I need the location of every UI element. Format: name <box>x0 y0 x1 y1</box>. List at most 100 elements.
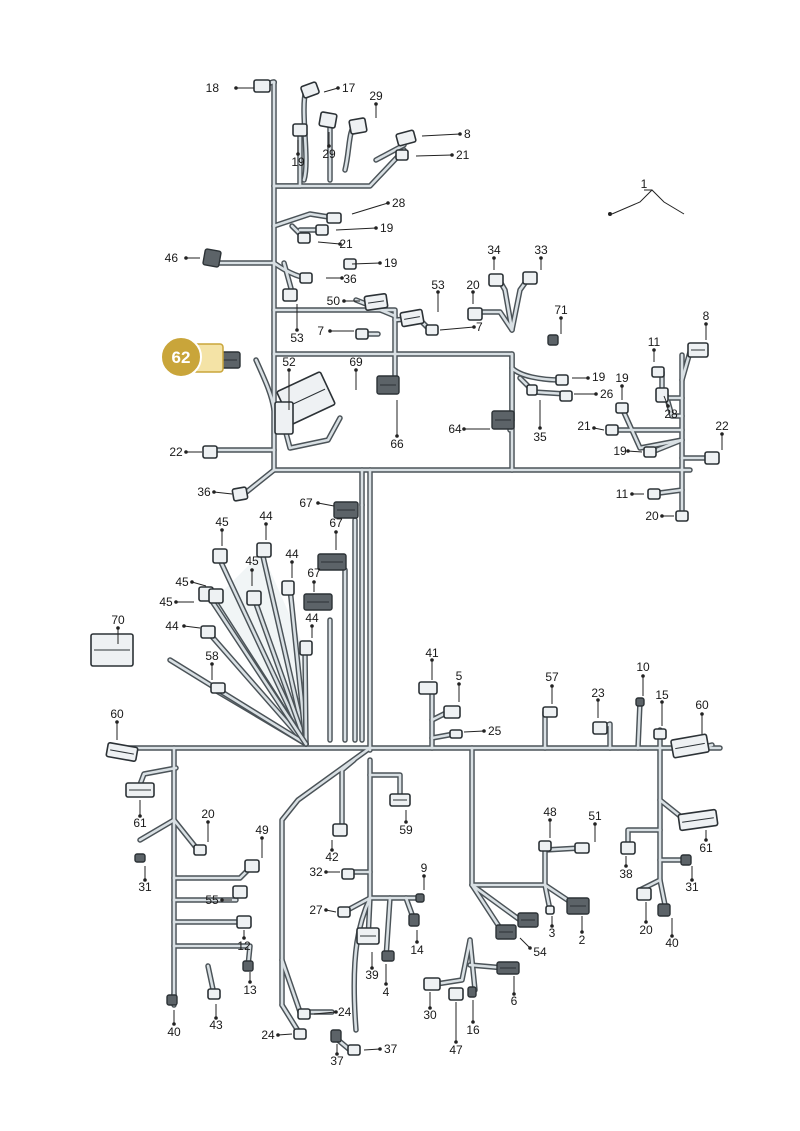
leader-dot <box>430 658 434 662</box>
harness-wire-core <box>650 438 684 454</box>
fan-wire-core <box>168 658 308 746</box>
connector-body <box>467 986 477 998</box>
highlight-callout[interactable]: 62 <box>160 336 224 378</box>
part-label: 44 <box>285 547 299 561</box>
part-label: 67 <box>307 566 321 580</box>
part-label: 60 <box>695 698 709 712</box>
connector-body <box>348 117 368 135</box>
leader-dot <box>512 992 516 996</box>
leader-dot <box>652 348 656 352</box>
connector-icon <box>208 588 224 604</box>
callout-number[interactable]: 62 <box>172 348 191 367</box>
connector-body <box>449 729 463 739</box>
leader-dot <box>660 514 664 518</box>
leader-dot <box>234 86 238 90</box>
leader-dot <box>206 820 210 824</box>
connector-body <box>347 1044 361 1056</box>
connector-body <box>526 384 538 396</box>
leader-dot <box>404 820 408 824</box>
harness-wire-core <box>254 358 276 412</box>
part-label: 46 <box>165 251 179 265</box>
connector-body <box>635 697 645 707</box>
connector-icon <box>425 324 439 336</box>
leader-line <box>317 241 341 245</box>
leader-dot <box>539 256 543 260</box>
part-label: 8 <box>464 127 471 141</box>
connector-icon <box>545 905 555 915</box>
connector-icon <box>90 633 134 667</box>
connector-body <box>574 842 590 854</box>
part-label: 41 <box>425 646 439 660</box>
leader-line <box>313 1011 337 1015</box>
connector-body <box>281 580 295 596</box>
harness-wire <box>339 757 357 833</box>
connector-body <box>559 390 573 402</box>
leader-line <box>439 326 475 331</box>
leader-dot <box>666 404 670 408</box>
connector-body <box>542 706 558 718</box>
connector-icon <box>297 232 311 244</box>
connector-icon <box>538 840 552 852</box>
part-label: 20 <box>639 923 653 937</box>
connector-body <box>680 854 692 866</box>
connector-icon <box>651 366 665 378</box>
leader-dot <box>324 908 328 912</box>
connector-icon <box>253 79 271 93</box>
part-label: 3 <box>549 926 556 940</box>
connector-body <box>292 123 308 137</box>
connector-icon <box>246 590 262 606</box>
leader-line <box>627 450 643 453</box>
fan-wire-core <box>252 596 308 746</box>
part-label: 25 <box>488 724 502 738</box>
connector-body <box>592 721 608 735</box>
leader-dot <box>370 966 374 970</box>
leader-dot <box>580 930 584 934</box>
part-label: 45 <box>215 515 229 529</box>
harness-wire-core <box>620 406 684 450</box>
connector-body <box>647 488 661 500</box>
leader-dot <box>482 729 486 733</box>
fan-wire-core <box>204 590 308 746</box>
harness-wire-core <box>172 944 252 968</box>
part-label: 20 <box>466 278 480 292</box>
connector-body <box>418 681 438 695</box>
part-label: 61 <box>133 816 147 830</box>
harness-wire-core <box>138 818 176 842</box>
leader-line <box>317 502 335 507</box>
connector-body <box>651 366 665 378</box>
connector-icon <box>643 446 657 458</box>
part-label: 6 <box>511 994 518 1008</box>
leader-dot <box>428 1006 432 1010</box>
connector-icon <box>299 640 313 656</box>
connector-icon <box>212 548 228 564</box>
leader-dot <box>596 698 600 702</box>
fan-wire-core <box>260 550 308 746</box>
leader-dot <box>593 822 597 826</box>
connector-body <box>704 451 720 465</box>
connector-body <box>242 960 254 972</box>
part-label: 47 <box>449 1043 463 1057</box>
connector-body <box>643 446 657 458</box>
leader-dot <box>660 700 664 704</box>
connector-icon <box>134 853 146 863</box>
connector-body <box>675 510 689 522</box>
connector-icon <box>376 375 400 395</box>
part-label: 54 <box>533 945 547 959</box>
part-label: 26 <box>600 387 614 401</box>
leader-dot <box>548 818 552 822</box>
harness-wire-core <box>272 308 397 356</box>
connector-icon <box>495 924 517 940</box>
connector-icon <box>647 488 661 500</box>
connector-body <box>408 913 420 927</box>
leader-dot <box>316 501 320 505</box>
leader-dot <box>250 568 254 572</box>
connector-icon <box>274 401 294 435</box>
fan-wire-core <box>303 648 308 746</box>
part-label: 29 <box>369 89 383 103</box>
connector-icon <box>680 854 692 866</box>
leader-dot <box>184 256 188 260</box>
part-label: 30 <box>423 1008 437 1022</box>
connector-icon <box>303 593 333 611</box>
callout-circle[interactable] <box>160 336 202 378</box>
part-label: 11 <box>616 487 629 501</box>
